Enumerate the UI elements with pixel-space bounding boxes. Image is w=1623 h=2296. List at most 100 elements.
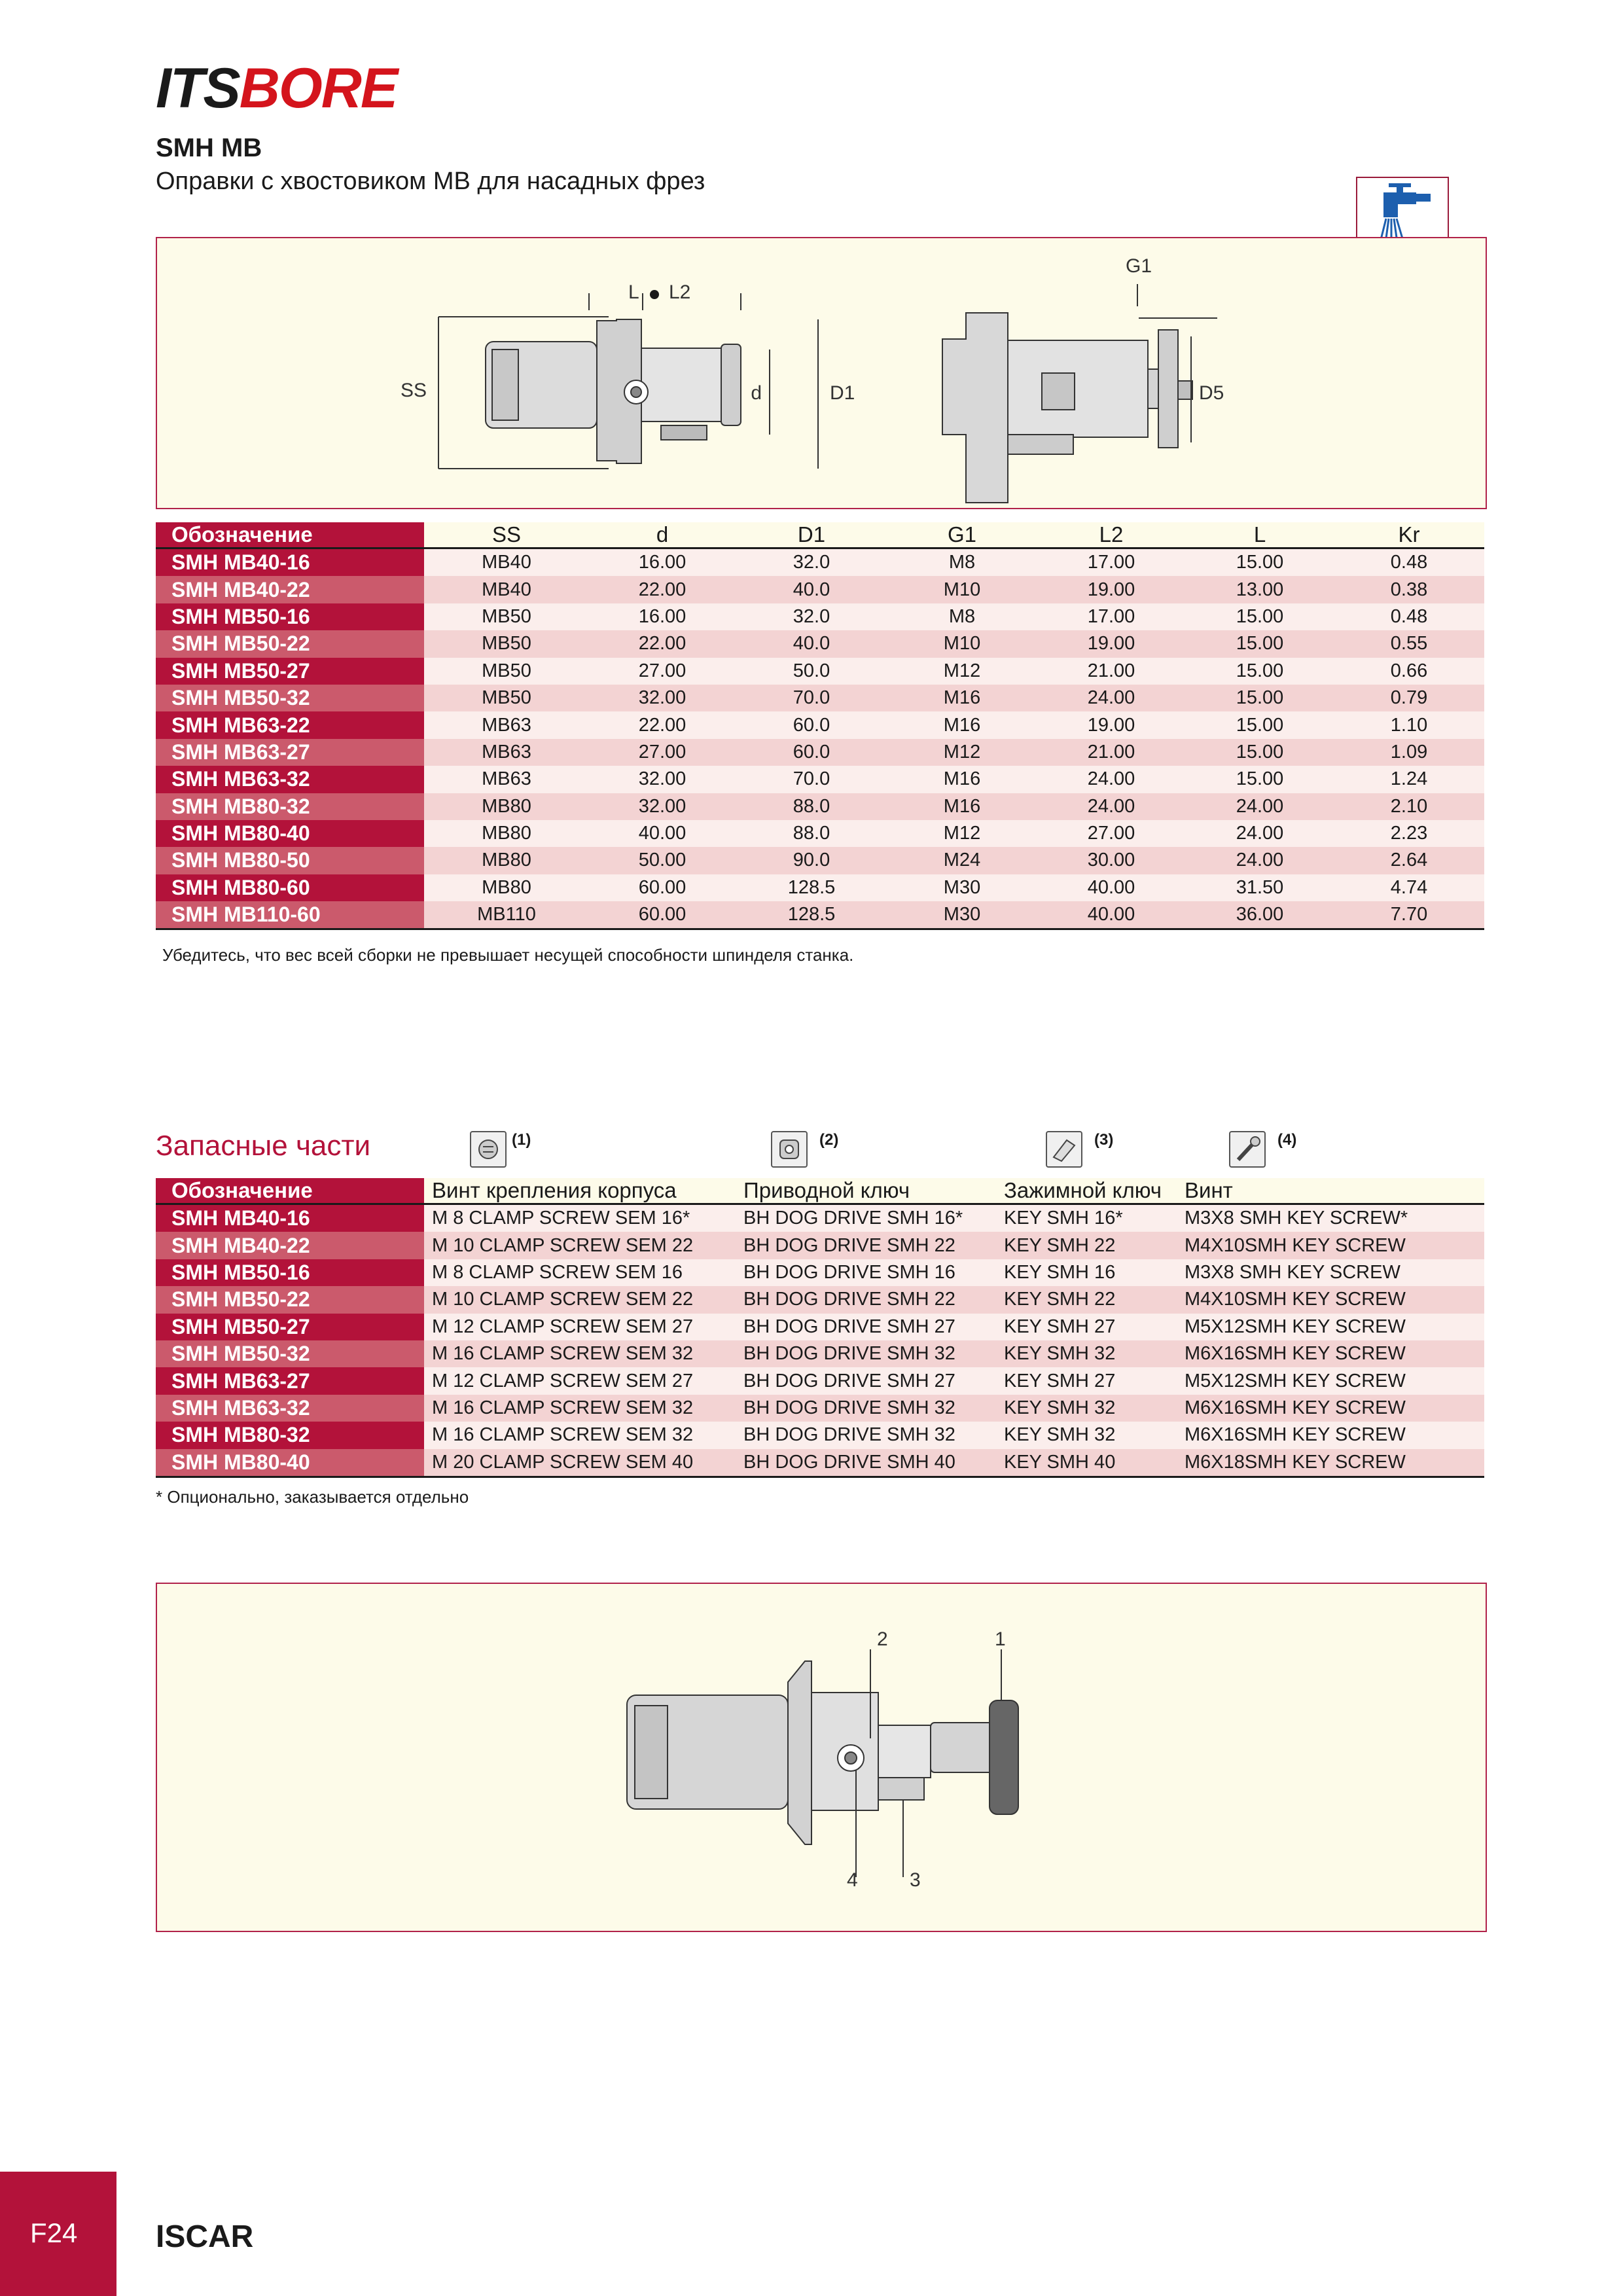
table-cell: 15.00 [1186,657,1334,685]
table-cell: 15.00 [1186,766,1334,793]
side-view-drawing [485,319,741,464]
table-cell: MB80 [424,847,589,874]
table-cell: 40.00 [589,819,736,848]
table-cell: 21.00 [1037,657,1186,685]
table-cell: 16.00 [589,603,736,631]
spare-parts-title: Запасные части [156,1130,371,1162]
table-cell: MB63 [424,766,589,793]
table-cell: M6X16SMH KEY SCREW [1177,1340,1484,1368]
table-cell: 15.00 [1186,548,1334,577]
table-cell: KEY SMH 32 [996,1422,1177,1449]
label-SS: SS [401,380,427,401]
table-cell: MB63 [424,738,589,766]
table-cell: 32.00 [589,766,736,793]
table-cell: BH DOG DRIVE SMH 32 [736,1340,996,1368]
table-cell: BH DOG DRIVE SMH 32 [736,1422,996,1449]
table-cell: 128.5 [736,901,887,931]
table-cell: M30 [887,901,1037,931]
table-cell: 90.0 [736,847,887,874]
table-cell: 15.00 [1186,684,1334,712]
table-cell: M3X8 SMH KEY SCREW [1177,1259,1484,1287]
table-cell: BH DOG DRIVE SMH 32 [736,1394,996,1422]
table-cell: 60.0 [736,711,887,739]
table-cell: 2.23 [1334,819,1484,848]
assembly-drawing-panel: 2 1 4 3 [156,1583,1487,1932]
table-cell: M 12 CLAMP SCREW SEM 27 [424,1313,736,1340]
table-cell: 128.5 [736,874,887,902]
table-cell: 15.00 [1186,603,1334,631]
table-cell: KEY SMH 22 [996,1286,1177,1314]
key-icon [1046,1131,1082,1168]
row-designation: SMH MB50-16 [156,603,424,631]
table-cell: 50.0 [736,657,887,685]
col-header-kr: Kr [1334,522,1484,549]
label-d: d [751,382,762,404]
table-cell: M8 [887,548,1037,577]
table-cell: MB63 [424,711,589,739]
row-designation: SMH MB80-40 [156,1448,424,1478]
row-designation: SMH MB63-27 [156,1367,424,1395]
table-cell: 24.00 [1186,793,1334,820]
front-view-drawing [942,312,1193,503]
row-designation: SMH MB40-16 [156,1204,424,1232]
table-cell: 1.24 [1334,766,1484,793]
table-cell: 2.64 [1334,847,1484,874]
row-designation: SMH MB50-32 [156,1340,424,1368]
clamp-screw-icon [470,1131,507,1168]
table-cell: 1.10 [1334,711,1484,739]
table-cell: MB80 [424,874,589,902]
table-cell: KEY SMH 27 [996,1313,1177,1340]
table-cell: 32.0 [736,603,887,631]
table-cell: M10 [887,630,1037,658]
row-designation: SMH MB80-60 [156,874,424,902]
table-cell: MB50 [424,657,589,685]
parts-col-header-clamp-screw: Винт крепления корпуса [424,1178,736,1205]
page-title: SMH MB [156,134,262,162]
table-cell: BH DOG DRIVE SMH 27 [736,1313,996,1340]
table-cell: MB50 [424,603,589,631]
table-cell: MB80 [424,793,589,820]
table-cell: 22.00 [589,576,736,603]
table-cell: M5X12SMH KEY SCREW [1177,1367,1484,1395]
table-cell: M6X18SMH KEY SCREW [1177,1448,1484,1478]
table-cell: 40.0 [736,576,887,603]
parts-col-header-key: Зажимной ключ [996,1178,1177,1205]
table-cell: 32.00 [589,684,736,712]
page-number: F24 [30,2217,78,2248]
col-header-l2: L2 [1037,522,1186,549]
table-cell: M 16 CLAMP SCREW SEM 32 [424,1394,736,1422]
part-number-1: (1) [512,1131,531,1149]
row-designation: SMH MB80-32 [156,793,424,820]
callout-3: 3 [910,1869,921,1891]
assembly-drawing [626,1660,1019,1845]
table-cell: M 8 CLAMP SCREW SEM 16* [424,1204,736,1232]
table-cell: 27.00 [589,738,736,766]
table-cell: 24.00 [1186,819,1334,848]
table-cell: 15.00 [1186,738,1334,766]
row-designation: SMH MB63-32 [156,766,424,793]
page-subtitle: Оправки с хвостовиком MB для насадных фр… [156,168,705,195]
row-designation: SMH MB50-27 [156,1313,424,1340]
table-cell: 24.00 [1037,766,1186,793]
row-designation: SMH MB40-22 [156,1232,424,1259]
table-cell: 27.00 [1037,819,1186,848]
table-cell: MB110 [424,901,589,931]
table-cell: M6X16SMH KEY SCREW [1177,1422,1484,1449]
table-cell: 7.70 [1334,901,1484,931]
row-designation: SMH MB50-16 [156,1259,424,1287]
table-cell: M 10 CLAMP SCREW SEM 22 [424,1286,736,1314]
table-cell: 0.38 [1334,576,1484,603]
table-cell: 17.00 [1037,603,1186,631]
callout-1: 1 [995,1628,1006,1650]
